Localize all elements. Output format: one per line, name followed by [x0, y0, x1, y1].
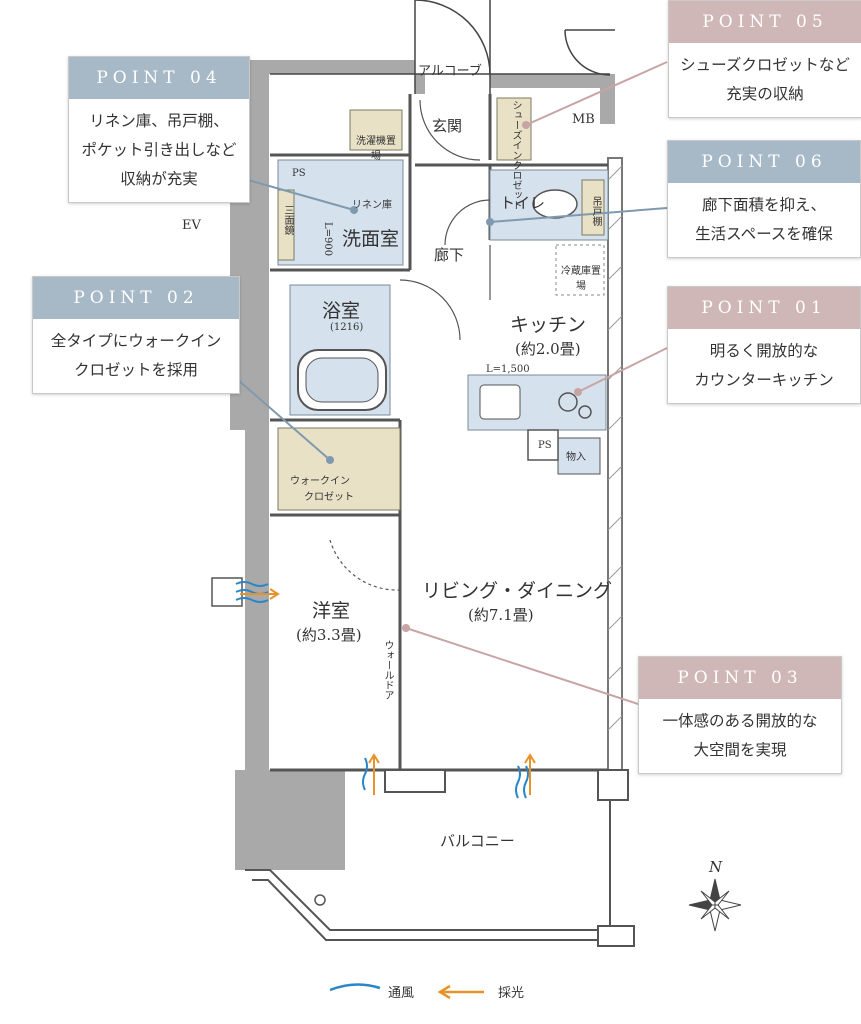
point-06-card: POINT 06 廊下面積を抑え、生活スペースを確保	[667, 140, 861, 258]
western-room-label: 洋室	[312, 600, 351, 622]
point-03-line-1: 一体感のある開放的な	[662, 712, 818, 730]
ventilation-legend-icon	[329, 983, 381, 992]
entrance-label: 玄関	[432, 117, 463, 135]
building-walls	[230, 60, 615, 870]
daylight-legend-label: 採光	[498, 986, 525, 1001]
toilet-label: トイレ	[500, 194, 546, 212]
point-06-line-1: 廊下面積を抑え、	[701, 196, 826, 214]
point-04-line-2: ポケット引き出しなど	[81, 141, 237, 159]
kitchen-label: キッチン	[510, 314, 587, 336]
point-05-line-2: 充実の収納	[726, 85, 804, 103]
point-04-title: POINT 04	[69, 57, 249, 99]
bath-label: 浴室	[322, 300, 361, 322]
washer-label: 洗濯機置場	[356, 136, 396, 162]
vanity-dim-label: L=900	[322, 222, 333, 257]
point-05-line-1: シューズクロゼットなど	[680, 56, 850, 74]
point-05-title: POINT 05	[669, 1, 861, 43]
point-04-line-1: リネン庫、吊戸棚、	[89, 112, 229, 130]
bath-size-label: (1216)	[330, 322, 364, 333]
washroom-label: 洗面室	[342, 228, 400, 250]
ps-label-2: PS	[538, 440, 552, 451]
hanger-label: 吊戸棚	[590, 196, 601, 226]
point-01-card: POINT 01 明るく開放的なカウンターキッチン	[667, 286, 861, 404]
point-01-line-1: 明るく開放的な	[709, 342, 819, 360]
counter-length-label: L=1,500	[486, 364, 530, 375]
linen-label: リネン庫	[352, 200, 392, 211]
storage-label: 物入	[566, 452, 586, 463]
fridge-label: 冷蔵庫置場	[561, 266, 601, 292]
airflow-arrows	[235, 581, 536, 799]
kitchen-size-label: (約2.0畳)	[515, 340, 581, 358]
balcony-label: バルコニー	[440, 832, 515, 850]
leader-lines	[237, 179, 668, 461]
point-06-title: POINT 06	[668, 141, 860, 183]
ventilation-legend-label: 通風	[388, 986, 415, 1001]
mb-label: MB	[572, 112, 595, 127]
living-size-label: (約7.1畳)	[468, 606, 534, 624]
wall-door-label: ウォールドア	[382, 640, 393, 700]
point-03-line-2: 大空間を実現	[693, 741, 787, 759]
compass-icon	[688, 878, 742, 932]
ps-label-1: PS	[292, 168, 306, 179]
hallway-label: 廊下	[434, 246, 465, 264]
point-02-line-1: 全タイプにウォークイン	[50, 332, 222, 350]
point-02-card: POINT 02 全タイプにウォークインクロゼットを採用	[32, 276, 240, 394]
point-02-line-2: クロゼットを採用	[73, 361, 198, 379]
wic-label: ウォークイン	[290, 476, 350, 487]
point-06-line-2: 生活スペースを確保	[695, 225, 833, 243]
point-03-card: POINT 03 一体感のある開放的な大空間を実現	[638, 656, 842, 774]
western-size-label: (約3.3畳)	[296, 626, 362, 644]
alcove-label: アルコーブ	[418, 64, 482, 79]
point-04-line-3: 収納が充実	[120, 170, 198, 188]
living-label: リビング・ダイニング	[422, 580, 613, 602]
compass-north-label: N	[709, 858, 723, 876]
point-05-card: POINT 05 シューズクロゼットなど充実の収納	[668, 0, 861, 118]
ev-label: EV	[182, 218, 201, 233]
point-01-line-2: カウンターキッチン	[694, 371, 834, 389]
shoes-closet-label: シューズインクロゼット	[510, 100, 521, 210]
point-02-title: POINT 02	[33, 277, 239, 319]
wic-label-2: クロゼット	[304, 492, 354, 503]
point-01-title: POINT 01	[668, 287, 860, 329]
point-03-title: POINT 03	[639, 657, 841, 699]
vanity-label: 三面鏡	[282, 205, 293, 235]
point-04-card: POINT 04 リネン庫、吊戸棚、ポケット引き出しなど収納が充実	[68, 56, 250, 203]
